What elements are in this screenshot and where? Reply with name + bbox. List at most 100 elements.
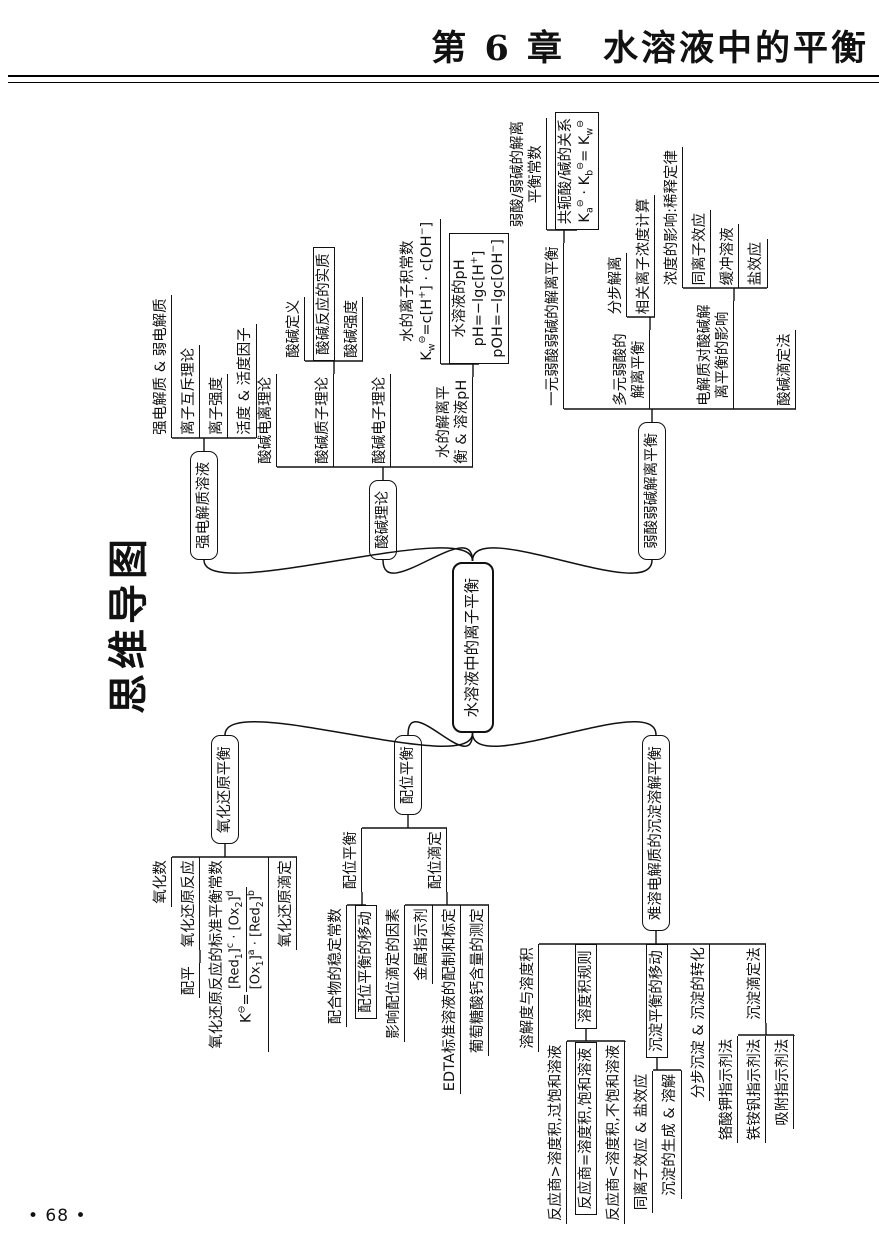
chapter-title: 第 6 章 水溶液中的平衡 (431, 28, 869, 69)
map-node-line: 酸碱电子理论 (371, 373, 392, 467)
map-node-line: 影响配位滴定的因素 (384, 905, 405, 1042)
map-node-text: 配合物的稳定常数 (327, 908, 344, 1025)
mindmap-root-wrap: 水溶液中的离子平衡 (150, 561, 796, 734)
map-node-line: 离子强度 (208, 373, 229, 438)
map-subtree: EDTA标准溶液的配制和标定 (441, 905, 462, 1095)
map-subtree: 配平氧化还原反应 (180, 857, 201, 999)
map-node-text: 衡 & 溶液pH (454, 379, 470, 464)
map-node-line: 电解质对酸碱解离平衡的影响 (696, 301, 735, 409)
map-subtree: 电解质对酸碱解离平衡的影响浓度的影响:稀释定律同离子效应缓冲溶液盐效应 (663, 147, 768, 409)
map-subtree: 多元弱酸的解离平衡分步解离相关离子浓度计算 (606, 195, 656, 409)
map-subtree: 活度 & 活度因子 (236, 324, 257, 438)
map-node-text: EDTA标准溶液的配制和标定 (442, 908, 459, 1092)
map-subtree: 沉淀的生成 & 溶解 (661, 1070, 682, 1199)
map-children: 铬酸钾指示剂法铁铵钒指示剂法吸附指示剂法 (717, 1035, 794, 1144)
map-subtree: 影响配位滴定的因素金属指示剂 EDTA标准溶液的配制和标定葡萄糖酸钙含量的测定 配位… (384, 828, 490, 1095)
map-node-line: 分步沉淀 & 沉淀的转化 (689, 944, 710, 1102)
map-node-text: K⊖=[Red1]c · [Ox2]d[Ox1]a · [Red2]b (225, 860, 267, 1049)
mindmap-label: 思维导图 (106, 534, 152, 714)
map-node-line: 浓度的影响:稀释定律 (663, 147, 684, 289)
map-node-line: 同离子效应 & 盐效应 (633, 1070, 654, 1214)
map-subtree: 酸碱理论酸碱电离理论酸碱质子理论酸碱定义酸碱反应的实质酸碱强度酸碱电子理论水的解… (256, 218, 509, 560)
map-node-text: pH=−lgc[H+] (468, 250, 487, 347)
map-node-text: 沉淀的生成 & 溶解 (662, 1073, 679, 1196)
map-node-text: 同离子效应 (692, 212, 709, 286)
map-node-text: 酸碱反应的实质 (315, 253, 332, 355)
map-node-text: 离子互斥理论 (181, 347, 198, 435)
map-children: 配平 (180, 963, 201, 999)
map-children: 酸碱电离理论酸碱质子理论酸碱定义酸碱反应的实质酸碱强度酸碱电子理论水的解离平衡 … (256, 218, 509, 467)
map-node-text: 离平衡的影响 (715, 311, 732, 399)
map-subtree: 配合物的稳定常数配位平衡的移动 配位平衡影响配位滴定的因素金属指示剂 EDTA标准溶… (326, 735, 490, 1095)
map-subtree: 反应商=溶度积,饱和溶液 (575, 1041, 598, 1216)
map-node-line: 酸碱质子理论 (313, 373, 334, 467)
map-node-text: 铁铵钒指示剂法 (746, 1038, 763, 1141)
map-node-text: 同离子效应 & 盐效应 (634, 1073, 651, 1211)
strong-electrolyte-solution: 强电解质溶液 (190, 450, 219, 560)
map-subtree: 影响配位滴定的因素 (384, 905, 405, 1042)
map-node-text: 反应商<溶度积,不饱和溶液 (606, 1044, 623, 1221)
map-subtree: 配平 (180, 963, 201, 999)
map-node-box: 沉淀平衡的移动 (646, 944, 669, 1058)
map-node-line: 盐效应 (747, 238, 768, 289)
map-subtree: 同离子效应 (691, 209, 712, 289)
map-node-text: 氧化还原滴定 (278, 860, 295, 948)
map-subtree: 强电解质 & 弱电解质 (152, 295, 173, 438)
map-node-text: 活度 & 活度因子 (237, 327, 254, 435)
map-node-line: 酸碱滴定法 (775, 330, 796, 409)
map-node-text: 配位平衡 (399, 746, 416, 805)
map-subtree: 吸附指示剂法 (773, 1035, 794, 1129)
map-node-line: 分步解离 (606, 253, 627, 318)
map-subtree: 氧化还原滴定 (277, 857, 298, 951)
map-node-box: 反应商=溶度积,饱和溶液 (575, 1041, 598, 1216)
map-node-line: 氧化数 (152, 857, 173, 907)
map-node-text: 盐效应 (748, 241, 765, 286)
map-subtree: 葡萄糖酸钙含量的测定 (469, 905, 490, 1057)
map-children: 反应商>溶度积,过饱和溶液反应商=溶度积,饱和溶液反应商<溶度积,不饱和溶液 (546, 1041, 626, 1224)
map-node-line: 活度 & 活度因子 (236, 324, 257, 438)
map-node-text: 反应商>溶度积,过饱和溶液 (547, 1044, 564, 1221)
map-node-text: 铬酸钾指示剂法 (718, 1038, 735, 1141)
map-node-line: 一元弱酸弱碱的解离平衡 (543, 243, 564, 409)
map-node-line: 金属指示剂 (412, 905, 434, 984)
map-subtree: 分步沉淀 & 沉淀的转化 (689, 944, 710, 1102)
map-node-text: 解离平衡 (630, 340, 647, 399)
map-node-text: 电解质对酸碱解 (697, 304, 714, 406)
map-node-text: 影响配位滴定的因素 (385, 908, 402, 1039)
map-children: 溶解度与溶度积反应商>溶度积,过饱和溶液反应商=溶度积,饱和溶液反应商<溶度积,… (518, 944, 794, 1224)
map-node-box: 溶度积规则 (575, 944, 598, 1029)
map-subtree: 氧化数 (152, 857, 173, 907)
map-node-text: 分步沉淀 & 沉淀的转化 (690, 947, 707, 1099)
weak-acid-base-dissociation: 弱酸弱碱解离平衡 (638, 421, 667, 560)
map-node-line: 酸碱强度 (342, 296, 363, 361)
map-subtree: 强电解质溶液强电解质 & 弱电解质离子互斥理论离子强度活度 & 活度因子 (152, 295, 257, 560)
map-children: 强电解质 & 弱电解质离子互斥理论离子强度活度 & 活度因子 (152, 295, 257, 438)
map-node-line: 葡萄糖酸钙含量的测定 (469, 905, 490, 1057)
map-subtree: 同离子效应 & 盐效应 (633, 1070, 654, 1214)
map-node-text: 平衡常数 (528, 145, 544, 204)
map-node-text: 配位滴定 (428, 831, 445, 890)
map-node-line: 多元弱酸的解离平衡 (611, 330, 651, 409)
map-node-text: pOH=−lgc[OH−] (487, 239, 506, 358)
map-subtree: 酸碱定义 (284, 296, 305, 361)
map-node-text: 分步解离 (607, 256, 624, 315)
map-subtree: 离子强度 (208, 373, 229, 438)
map-subtree: 金属指示剂 (412, 905, 434, 984)
map-subtree: 配位平衡的移动 (354, 905, 377, 1019)
map-node-line: 铁铵钒指示剂法 (745, 1035, 766, 1144)
map-subtree: 配合物的稳定常数 (326, 905, 347, 1028)
map-node-text: 酸碱电离理论 (257, 376, 274, 464)
map-node-line: 水的解离平衡 & 溶液pH (434, 376, 474, 467)
map-node-text: 葡萄糖酸钙含量的测定 (470, 908, 487, 1054)
map-node-box: 酸碱反应的实质 (312, 247, 335, 361)
